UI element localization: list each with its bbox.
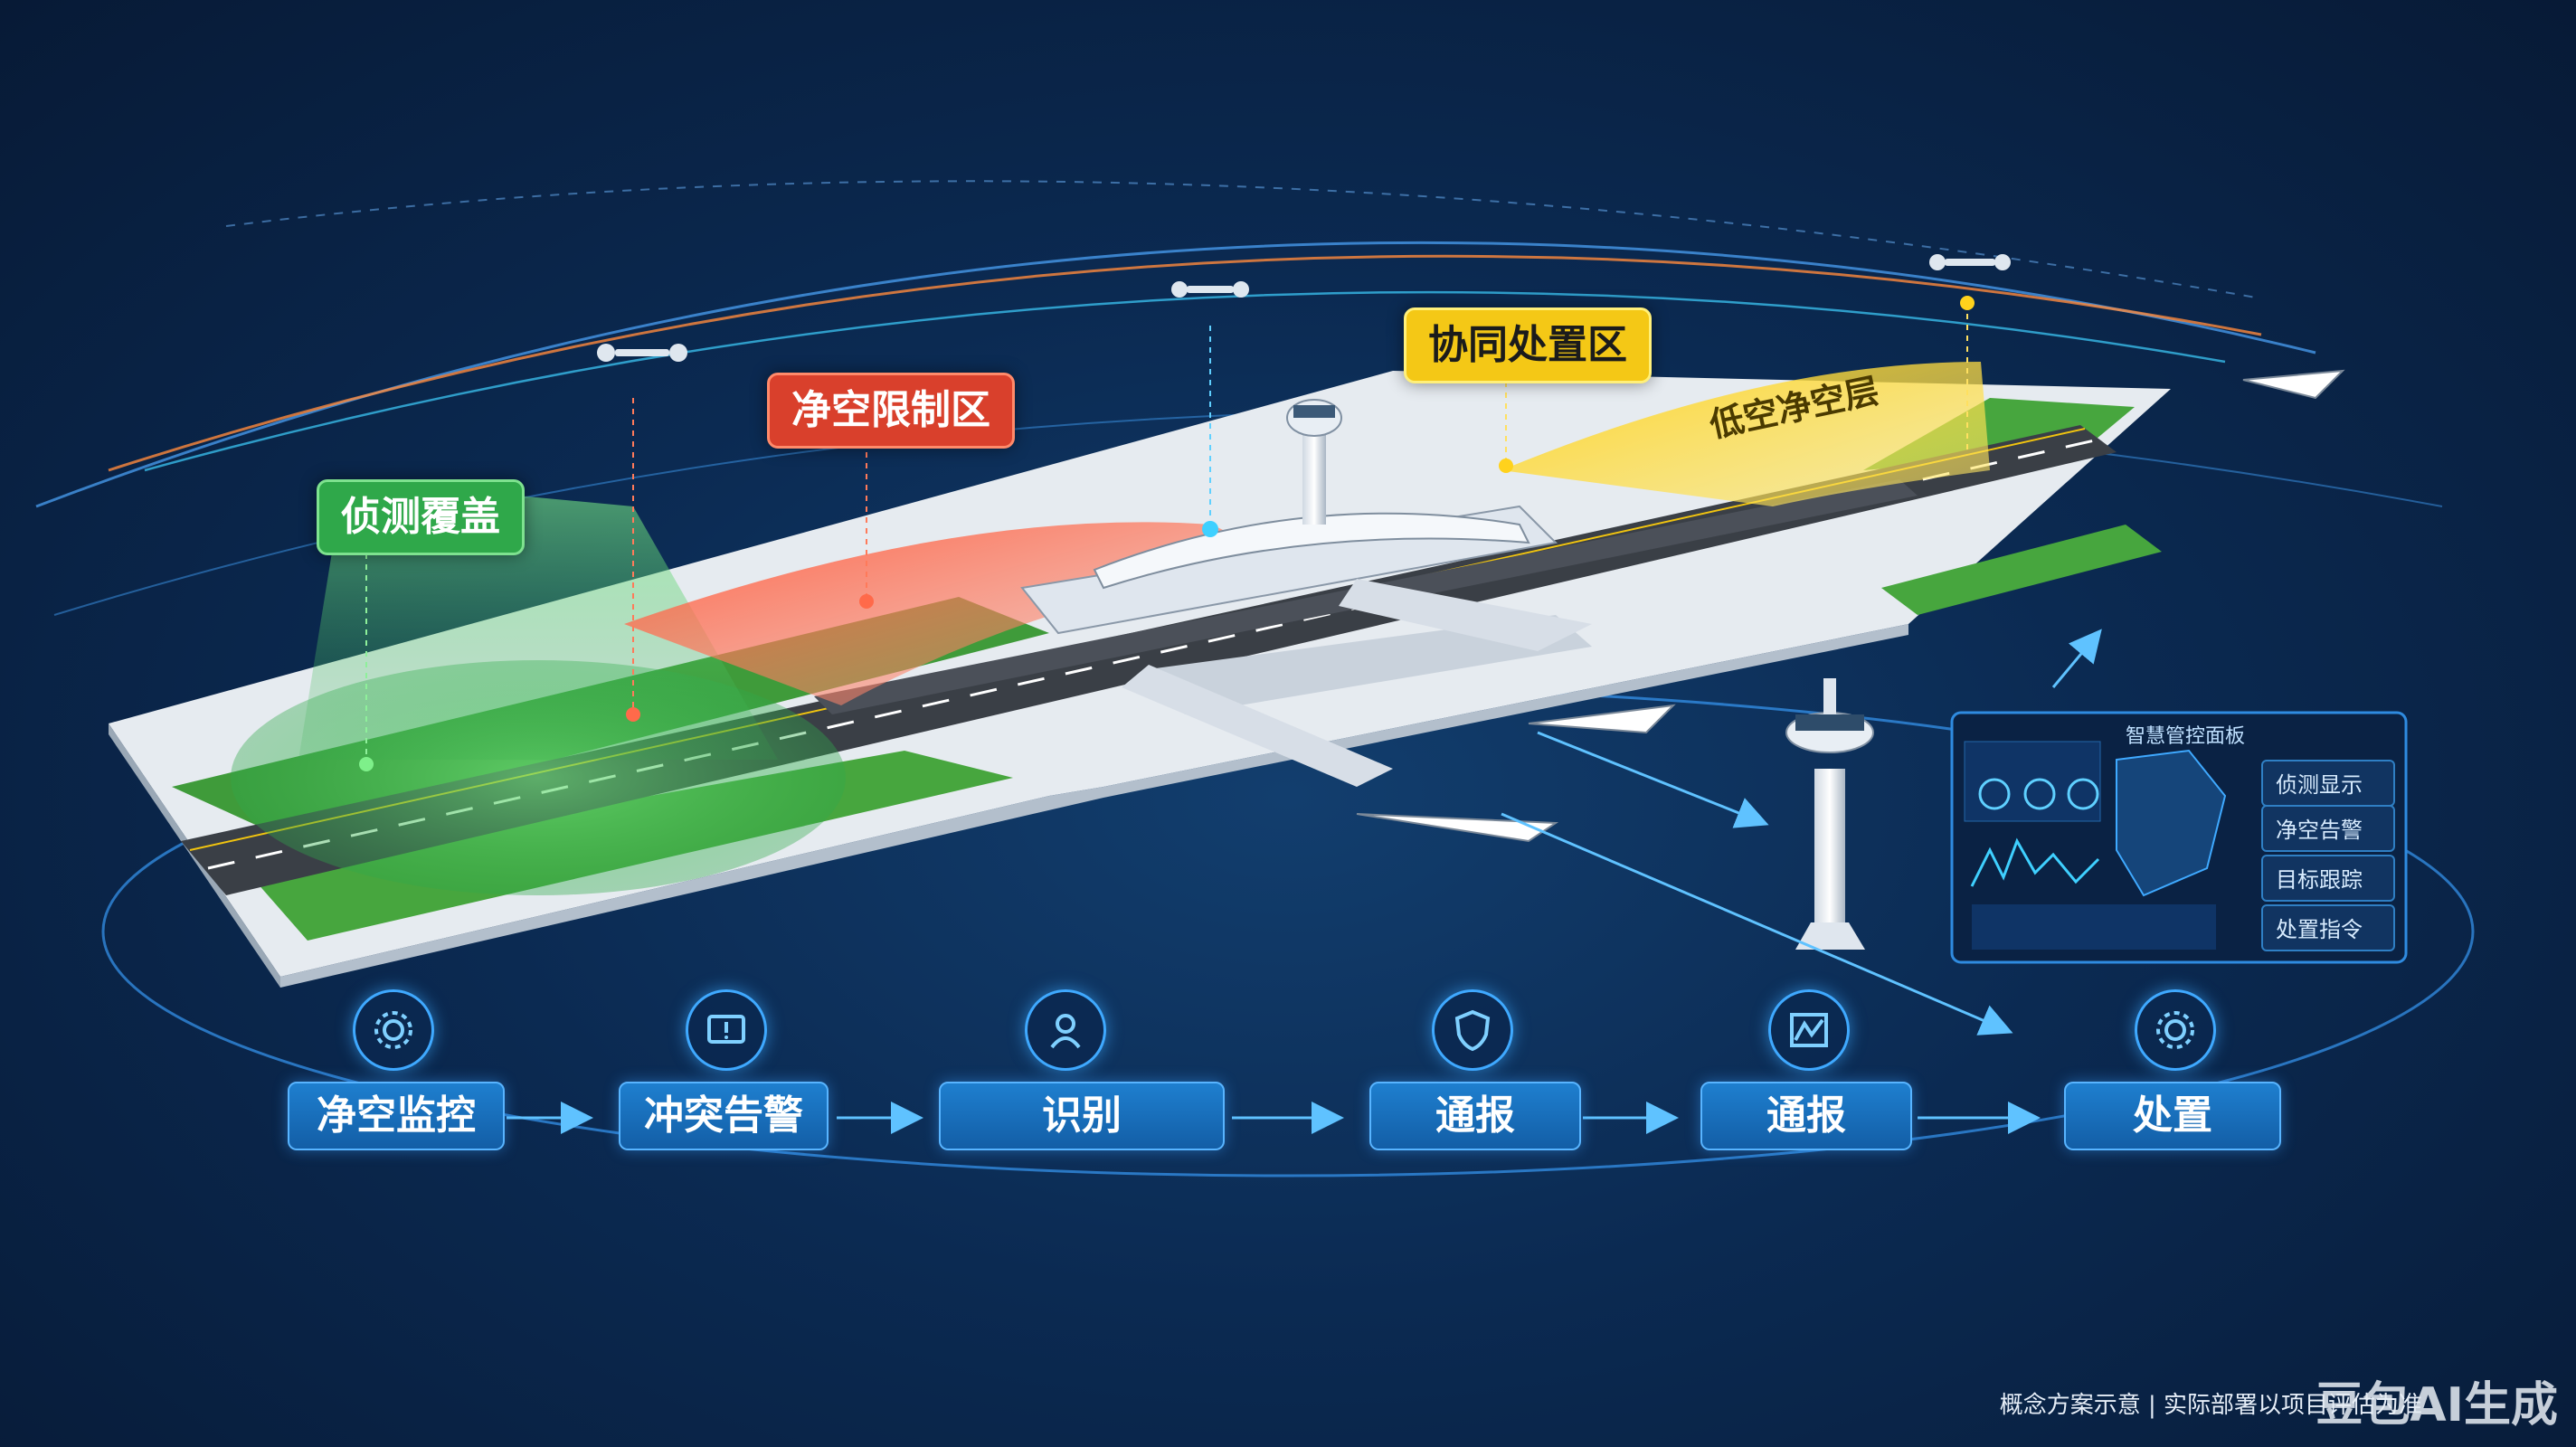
- step-notification-2[interactable]: 通报: [1700, 1082, 1912, 1150]
- drone-icons: [597, 254, 2011, 362]
- dashboard-menu-item[interactable]: 目标跟踪: [2261, 855, 2395, 902]
- alert-screen-icon: [686, 989, 767, 1071]
- zone-label-detection: 侦测覆盖: [317, 479, 525, 555]
- dashboard-menu-item[interactable]: 侦测显示: [2261, 760, 2395, 807]
- zone-label-coordinated: 协同处置区: [1404, 307, 1652, 383]
- pointer-dots: [359, 296, 1975, 771]
- zone-label-restricted: 净空限制区: [767, 373, 1015, 449]
- control-tower-side: [1785, 678, 1874, 950]
- map-icon: [1768, 989, 1850, 1071]
- step-clearance-monitoring[interactable]: 净空监控: [288, 1082, 505, 1150]
- dashboard-menu-item[interactable]: 净空告警: [2261, 805, 2395, 852]
- step-identification[interactable]: 识别: [939, 1082, 1225, 1150]
- terminal-building: [1020, 505, 1592, 787]
- step-notification[interactable]: 通报: [1369, 1082, 1581, 1150]
- disclaimer-caption: 概念方案示意 | 实际部署以项目评估为准: [1999, 1392, 2422, 1419]
- step-disposal[interactable]: 处置: [2064, 1082, 2281, 1150]
- dashboard-title: 智慧管控面板: [2126, 725, 2246, 748]
- camera-person-icon: [1025, 989, 1106, 1071]
- dashboard-menu-item[interactable]: 处置指令: [2261, 904, 2395, 951]
- gear-icon: [2135, 989, 2216, 1071]
- pointer-lines: [365, 303, 1968, 764]
- step-conflict-alert[interactable]: 冲突告警: [619, 1082, 829, 1150]
- shield-icon: [1432, 989, 1513, 1071]
- flow-arrows: [507, 629, 2102, 1134]
- gear-icon: [353, 989, 434, 1071]
- watermark: 豆包AI生成: [2316, 1378, 2558, 1433]
- control-tower-main: [1286, 399, 1342, 525]
